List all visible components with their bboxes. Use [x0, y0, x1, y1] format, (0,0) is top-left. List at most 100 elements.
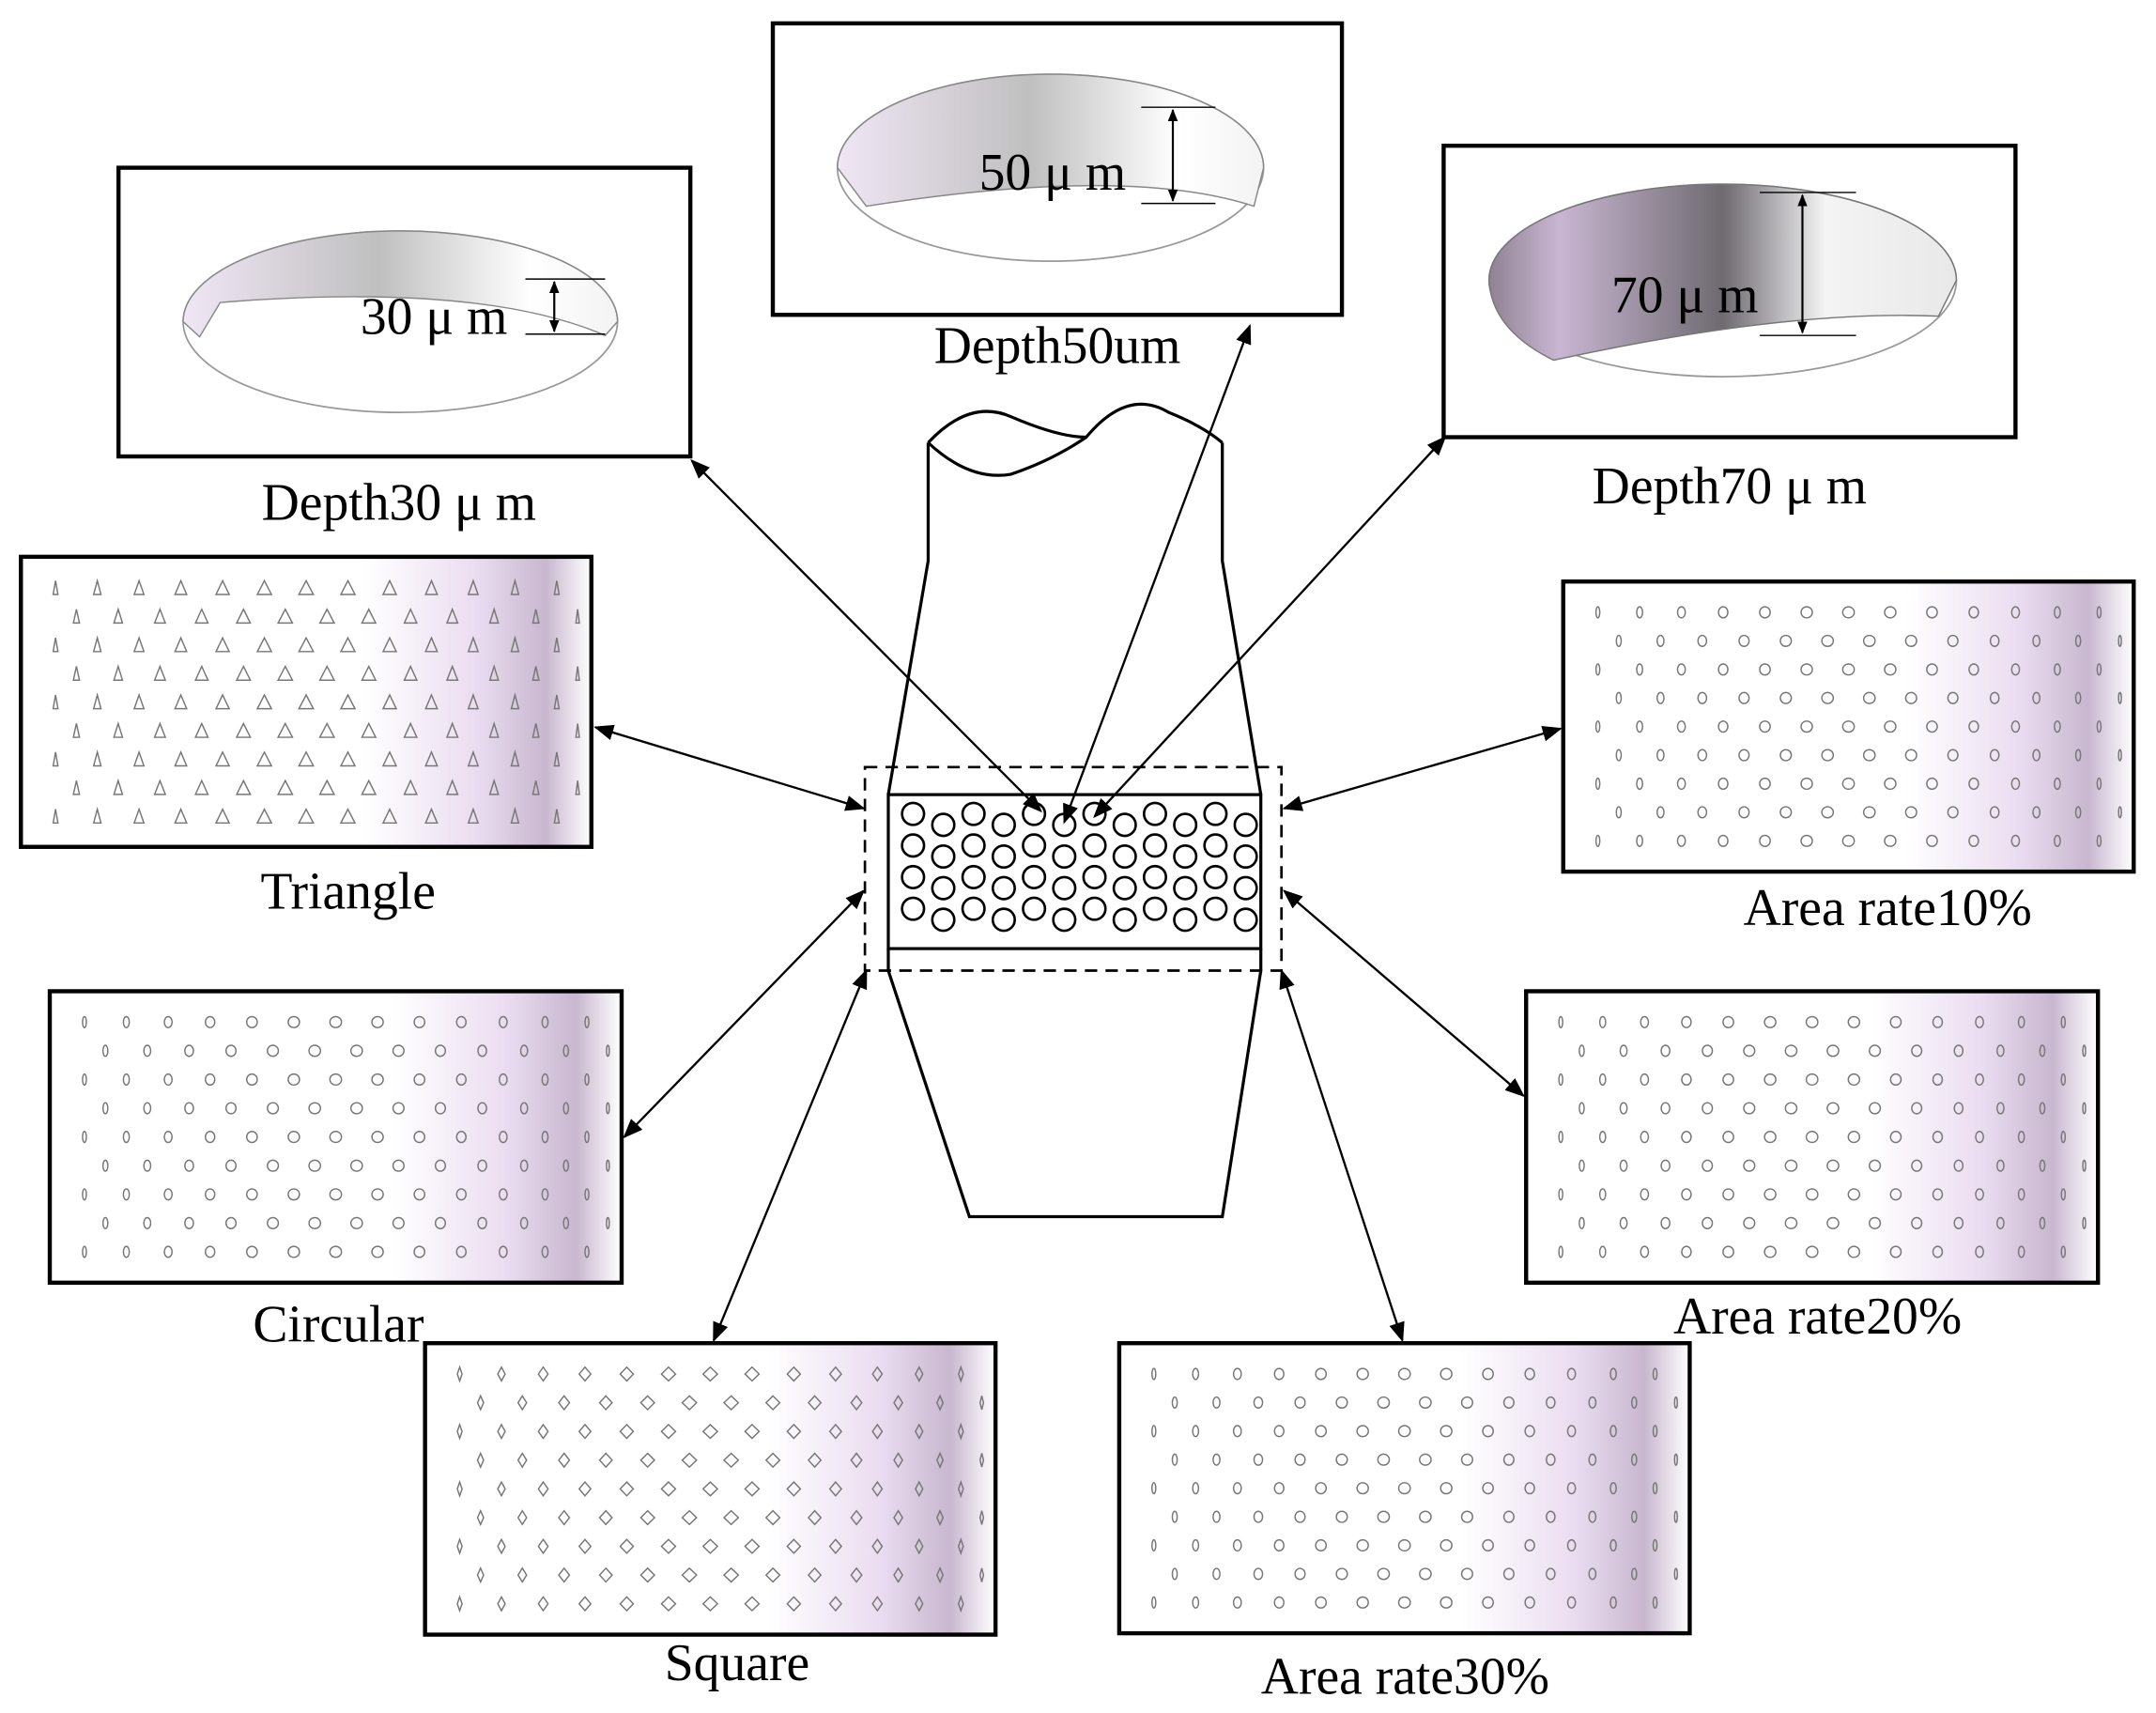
arrow-depth-70 — [1093, 435, 1447, 819]
texture-dimple — [499, 1015, 508, 1028]
texture-dimple — [1759, 777, 1771, 791]
texture-dimple — [2096, 834, 2102, 847]
texture-dimple — [132, 579, 146, 595]
panel-depth-70: 70 μ m Depth70 μ m — [1441, 143, 2018, 516]
texture-dimple — [1598, 1131, 1607, 1144]
texture-dimple — [584, 1015, 590, 1028]
texture-dimple — [2054, 777, 2061, 791]
depth-50-dimension-label: 50 μ m — [979, 144, 1126, 202]
texture-dimple — [308, 1216, 322, 1229]
texture-dimple — [1722, 1015, 1734, 1028]
band-dimple — [1022, 801, 1047, 826]
texture-dimple — [1889, 1073, 1902, 1087]
texture-dimple — [1460, 1510, 1473, 1523]
texture-dimple — [562, 1159, 570, 1172]
texture-dimple — [1763, 1131, 1777, 1144]
texture-dimple — [477, 1159, 487, 1172]
texture-dimple — [245, 1015, 258, 1028]
texture-dimple — [1947, 691, 1959, 704]
texture-dimple — [2118, 806, 2122, 819]
band-dimple — [961, 864, 986, 889]
texture-dimple — [978, 1567, 985, 1582]
texture-dimple — [1722, 1073, 1734, 1087]
texture-dimple — [786, 1596, 802, 1613]
texture-dimple — [82, 1131, 87, 1144]
texture-dimple — [1609, 1425, 1617, 1438]
triangle-caption: Triangle — [260, 863, 435, 921]
texture-dimple — [1884, 777, 1897, 791]
texture-dimple — [1232, 1367, 1242, 1381]
texture-dimple — [1619, 1102, 1628, 1115]
texture-dimple — [1192, 1596, 1200, 1609]
texture-dimple — [2017, 1073, 2025, 1087]
texture-dimple — [598, 1395, 613, 1412]
texture-dimple — [1953, 1102, 1964, 1115]
texture-dimple — [578, 1538, 593, 1554]
texture-dimple — [101, 1216, 109, 1229]
texture-dimple — [1192, 1482, 1200, 1495]
texture-dimple — [318, 779, 336, 795]
texture-dimple — [1932, 1245, 1944, 1258]
texture-dimple — [531, 609, 540, 625]
texture-dimple — [499, 1131, 508, 1144]
texture-dimple — [606, 1102, 610, 1115]
texture-dimple — [1911, 1102, 1923, 1115]
band-dimple — [931, 907, 956, 933]
texture-dimple — [1253, 1396, 1264, 1409]
texture-dimple — [744, 1481, 761, 1497]
texture-dimple — [575, 723, 580, 738]
texture-dimple — [499, 1188, 508, 1201]
texture-dimple — [1759, 663, 1771, 676]
texture-dimple — [639, 1395, 656, 1412]
dimple-wall — [182, 230, 619, 338]
texture-dimple — [132, 749, 146, 767]
texture-dimple — [978, 1396, 985, 1411]
texture-dimple — [1841, 663, 1856, 676]
texture-dimple — [660, 1366, 677, 1382]
texture-dimple — [1636, 720, 1643, 733]
texture-dimple — [1821, 691, 1835, 704]
texture-dimple — [1558, 1245, 1563, 1258]
texture-dimple — [1440, 1596, 1453, 1609]
band-dimple — [931, 812, 956, 838]
texture-dimple — [113, 664, 124, 681]
texture-dimple — [828, 1366, 843, 1382]
texture-dimple — [1171, 1453, 1178, 1466]
texture-dimple — [516, 1509, 528, 1526]
texture-dimple — [1546, 1567, 1556, 1581]
texture-dimple — [2054, 834, 2061, 847]
texture-dimple — [828, 1538, 843, 1554]
texture-dimple — [476, 1451, 485, 1469]
texture-dimple — [2060, 1131, 2067, 1144]
texture-dimple — [541, 1245, 549, 1258]
texture-dimple — [1862, 634, 1876, 648]
texture-dimple — [957, 1365, 964, 1383]
texture-dimple — [1926, 720, 1938, 733]
depth-30-dimension-label: 30 μ m — [361, 288, 507, 347]
texture-dimple — [1841, 834, 1856, 847]
texture-dimple — [1356, 1482, 1369, 1495]
texture-dimple — [153, 607, 167, 625]
texture-dimple — [122, 1131, 131, 1144]
texture-dimple — [2054, 720, 2061, 733]
texture-dimple — [1273, 1596, 1285, 1609]
texture-dimple — [2032, 691, 2041, 704]
texture-dimple — [1419, 1567, 1432, 1581]
texture-dimple — [1763, 1188, 1777, 1201]
texture-dimple — [660, 1481, 677, 1497]
texture-dimple — [1805, 1015, 1819, 1028]
texture-dimple — [499, 1245, 508, 1258]
texture-dimple — [1884, 663, 1897, 676]
texture-dimple — [1847, 1245, 1861, 1258]
texture-dimple — [214, 750, 231, 767]
texture-dimple — [1546, 1396, 1556, 1409]
texture-dimple — [205, 1015, 216, 1028]
texture-dimple — [101, 1159, 109, 1172]
texture-dimple — [339, 750, 357, 767]
texture-dimple — [455, 1245, 467, 1258]
texture-dimple — [245, 1188, 258, 1201]
texture-dimple — [1673, 1510, 1678, 1523]
texture-dimple — [1996, 1102, 2005, 1115]
texture-dimple — [153, 779, 167, 795]
texture-dimple — [477, 1216, 487, 1229]
